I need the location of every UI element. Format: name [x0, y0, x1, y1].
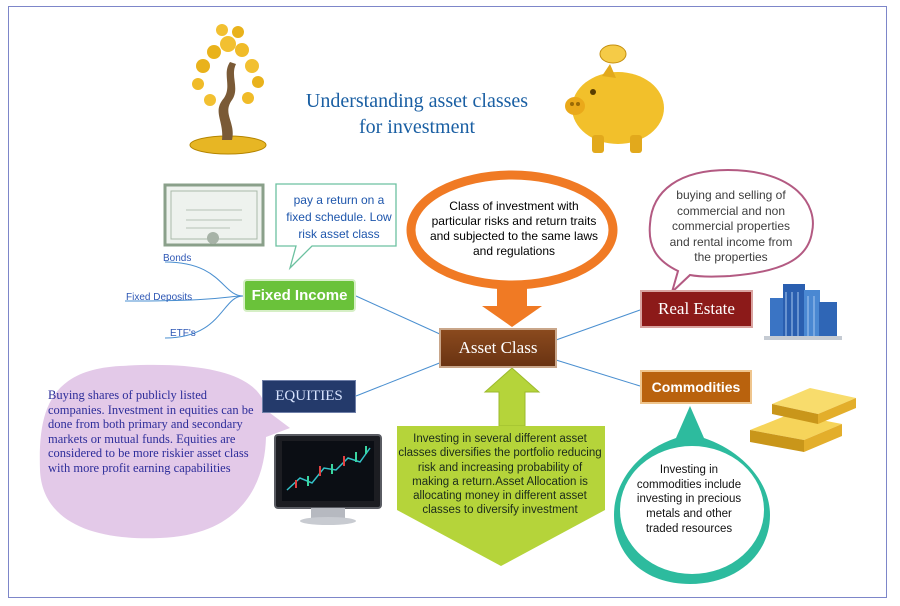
- node-commodities: Commodities: [640, 370, 752, 404]
- asset-allocation-description: Investing in several different asset cla…: [398, 433, 602, 517]
- equities-bubble: [39, 364, 291, 539]
- commodities-shape: [614, 406, 770, 584]
- connector-fixed-deposits: [124, 295, 244, 302]
- connectors: [124, 261, 641, 397]
- node-real-estate: Real Estate: [640, 290, 753, 328]
- title-line-2: for investment: [358, 116, 476, 138]
- equities-description: Buying shares of publicly listed compani…: [48, 388, 254, 475]
- money-tree-icon: [189, 24, 267, 155]
- asset-class-bubble: [406, 170, 618, 327]
- sub-item-fixed-deposits: Fixed Deposits: [126, 292, 193, 303]
- connector-etfs: [164, 295, 244, 339]
- connector-real-estate: [555, 309, 641, 341]
- stock-monitor-icon: [274, 434, 382, 525]
- piggy-bank-icon: [565, 44, 664, 153]
- real-estate-bubble: [648, 168, 814, 296]
- page-title: Understanding asset classes for investme…: [262, 88, 572, 140]
- certificate-icon: [163, 183, 265, 247]
- diagram-frame: [8, 6, 887, 598]
- connector-bonds: [164, 261, 244, 297]
- office-building-icon: [764, 284, 842, 340]
- real-estate-description: buying and selling of commercial and non…: [669, 188, 793, 264]
- sub-item-bonds: Bonds: [163, 253, 192, 264]
- asset-allocation-shape: [397, 367, 605, 566]
- node-fixed-income: Fixed Income: [243, 279, 356, 312]
- gold-bars-icon: [750, 388, 856, 452]
- connector-equities: [355, 361, 443, 397]
- fixed-income-callout-shape: [275, 183, 397, 271]
- connector-commodities: [555, 359, 641, 387]
- connector-fixed-income: [355, 295, 443, 336]
- commodities-description: Investing in commodities include investi…: [636, 464, 742, 535]
- fixed-income-description: pay a return on a fixed schedule. Low ri…: [286, 193, 392, 241]
- node-asset-class: Asset Class: [439, 328, 557, 368]
- title-line-1: Understanding asset classes: [305, 90, 529, 112]
- sub-item-etfs: ETF's: [170, 328, 196, 339]
- node-equities: EQUITIES: [262, 380, 356, 413]
- asset-class-definition: Class of investment with particular risk…: [429, 199, 599, 258]
